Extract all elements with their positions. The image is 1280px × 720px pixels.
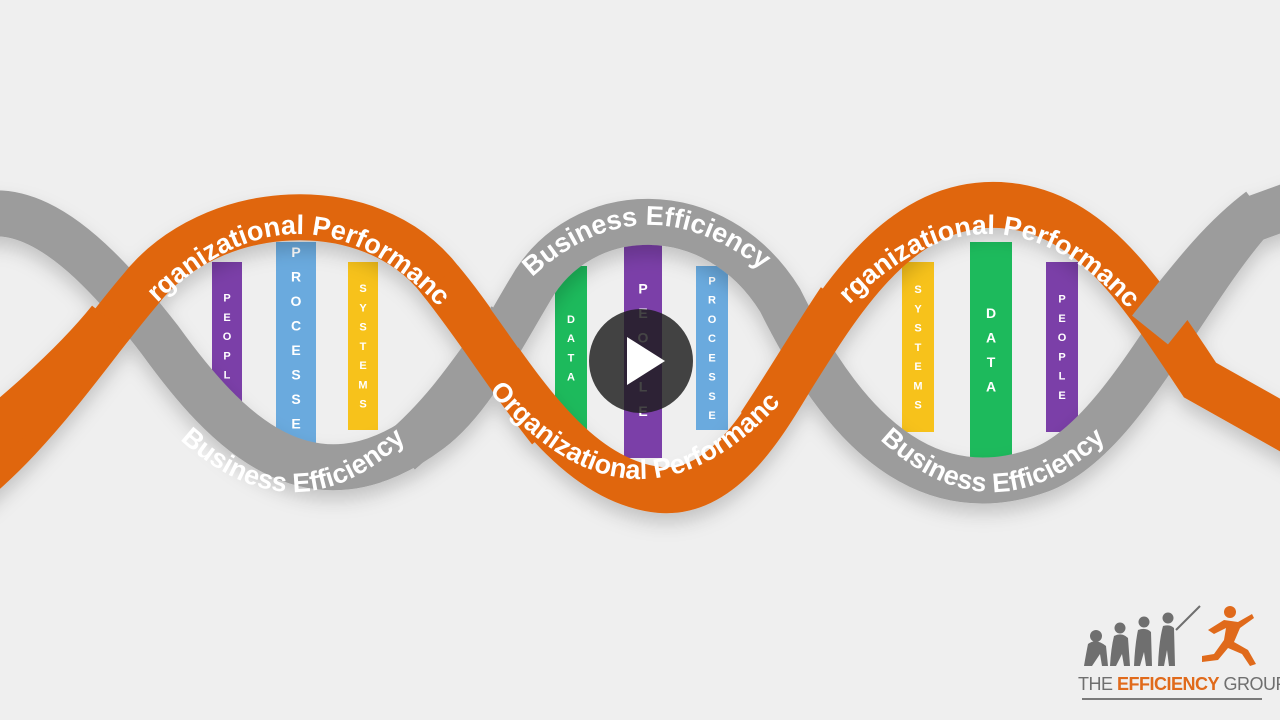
rung-people-9 <box>1046 262 1078 432</box>
efficiency-group-logo: THE EFFICIENCY GROUP <box>1078 600 1280 704</box>
play-button[interactable] <box>589 309 693 413</box>
play-icon <box>627 337 665 385</box>
helix-rungs: PEOPLEPROCESSESSYSTEMSDATAPEOPLEPROCESSE… <box>212 242 1078 458</box>
orange-strand-front-2 <box>422 265 568 445</box>
rung-systems-7 <box>902 262 934 432</box>
logo-text: THE EFFICIENCY GROUP <box>1078 674 1280 694</box>
orange-strand-front-left <box>0 305 128 458</box>
rung-processes-2 <box>276 242 316 458</box>
orange-strand-front-3 <box>740 287 860 438</box>
gray-strand-back <box>0 184 1280 504</box>
evolution-runner-icon <box>1084 605 1256 666</box>
logo-underline <box>1082 698 1262 700</box>
rung-systems-3 <box>348 262 378 430</box>
gray-strand-front-4 <box>1132 191 1275 345</box>
orange-strand-back <box>0 181 1280 514</box>
rung-data-8 <box>970 242 1012 458</box>
rung-processe-6 <box>696 266 728 430</box>
